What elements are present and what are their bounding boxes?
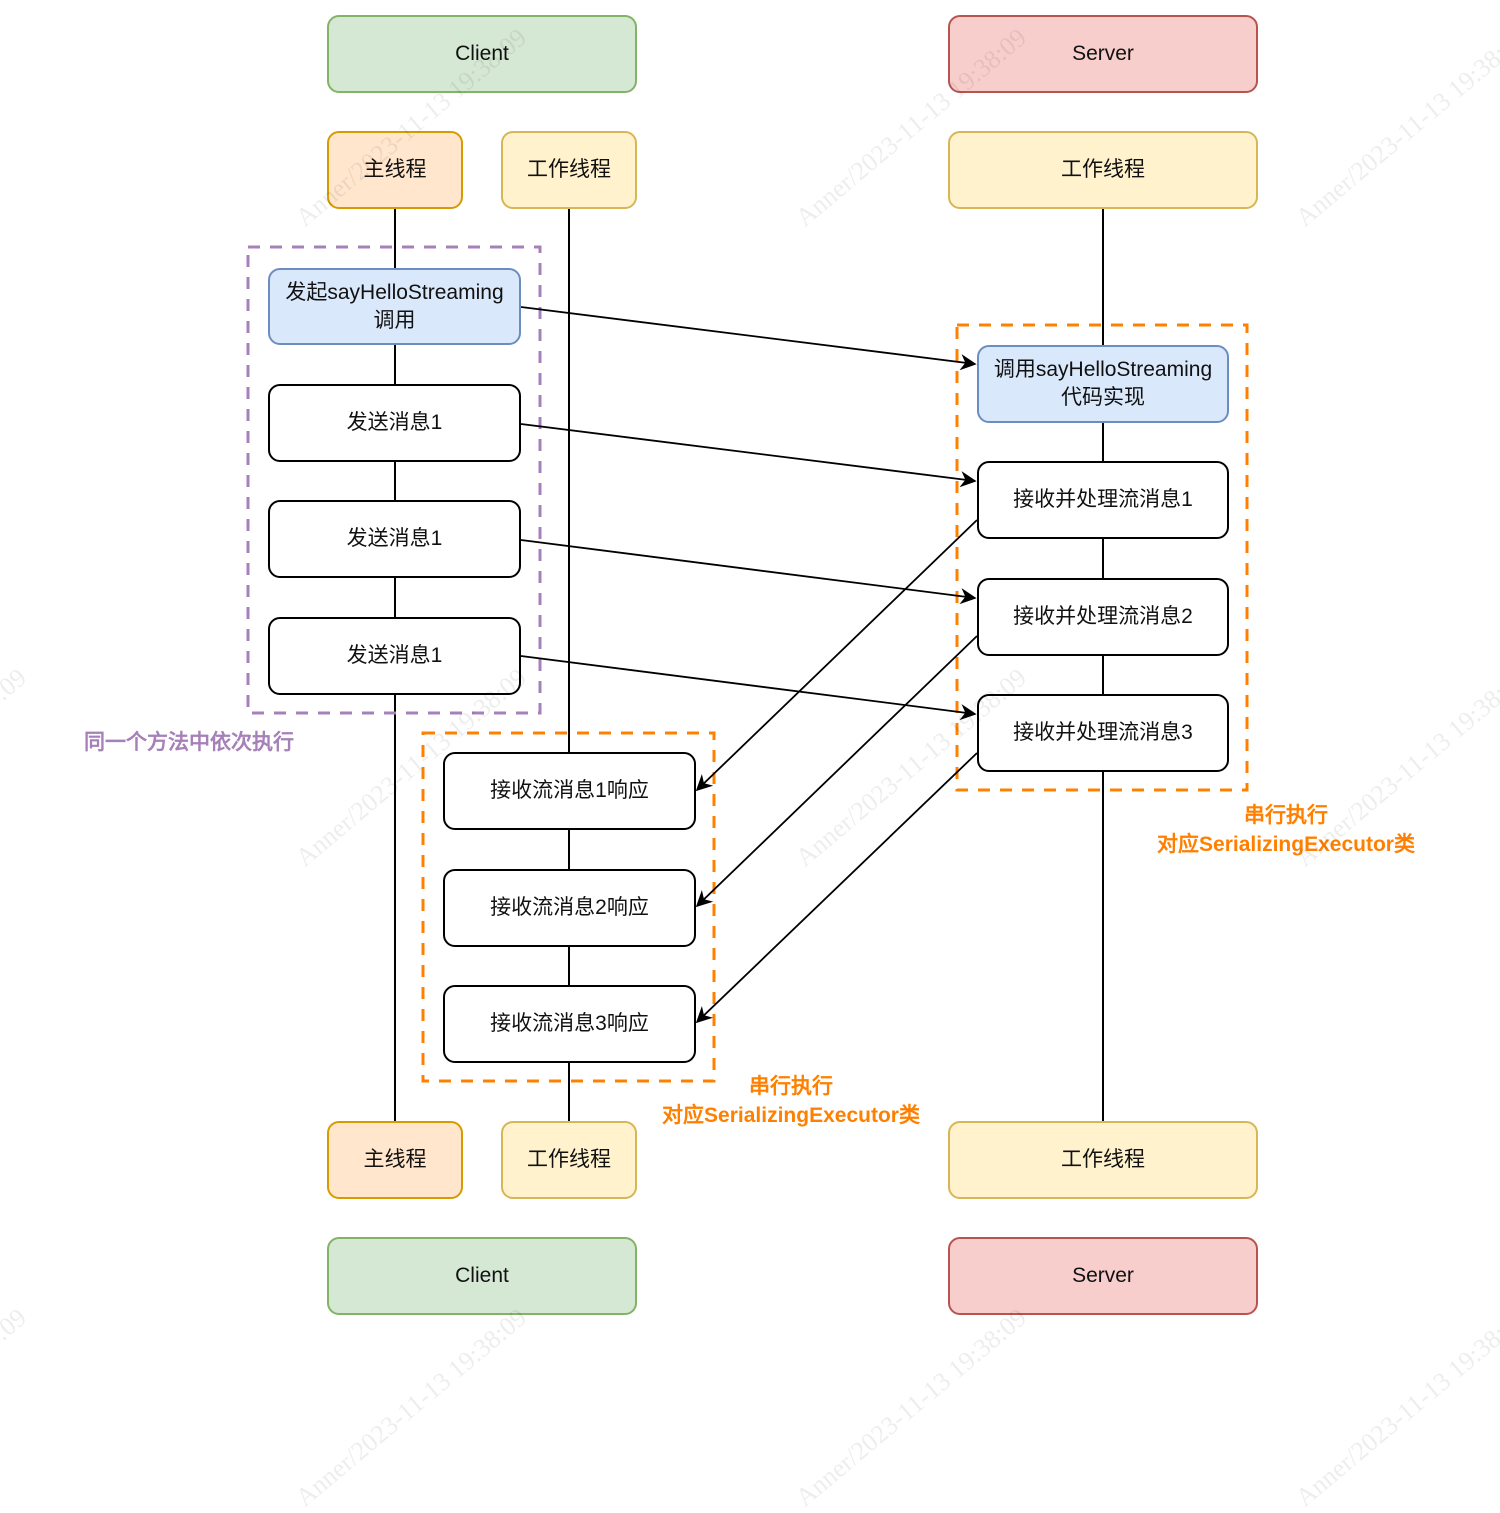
process-message-node[interactable]: 接收并处理流消息3	[977, 694, 1229, 772]
send-message-node[interactable]: 发送消息1	[268, 617, 521, 695]
client-worker-thread-header[interactable]: 工作线程	[501, 131, 637, 209]
server-serial-line2: 对应SerializingExecutor类	[1157, 833, 1415, 856]
group-client-serial	[421, 731, 716, 1083]
arrow-send-1	[520, 423, 977, 488]
response-label: 接收流消息1响应	[490, 779, 649, 802]
client-footer-label: Client	[455, 1264, 509, 1287]
response-node[interactable]: 接收流消息1响应	[443, 752, 696, 830]
send-message-label: 发送消息1	[346, 527, 443, 550]
server-serial-line1: 串行执行	[1244, 804, 1328, 827]
response-node[interactable]: 接收流消息2响应	[443, 869, 696, 947]
watermark: Anner/2023-11-13 19:38:09	[0, 1302, 32, 1513]
arrow-response-2	[695, 635, 978, 908]
server-impl-line1: 调用sayHelloStreaming	[993, 358, 1213, 381]
group-same-method	[246, 245, 542, 715]
process-message-label: 接收并处理流消息2	[1013, 605, 1193, 628]
process-message-label: 接收并处理流消息3	[1013, 721, 1193, 744]
process-message-node[interactable]: 接收并处理流消息1	[977, 461, 1229, 539]
client-header[interactable]: Client	[327, 15, 637, 93]
client-header-label: Client	[455, 42, 509, 65]
server-header-label: Server	[1072, 42, 1134, 65]
server-impl-node[interactable]: 调用sayHelloStreaming 代码实现	[977, 345, 1229, 423]
client-worker-thread-footer-label: 工作线程	[527, 1148, 611, 1171]
process-message-node[interactable]: 接收并处理流消息2	[977, 578, 1229, 656]
arrow-send-3	[520, 655, 977, 721]
start-call-node[interactable]: 发起sayHelloStreaming 调用	[268, 268, 521, 345]
response-label: 接收流消息3响应	[490, 1012, 649, 1035]
client-worker-thread-label: 工作线程	[527, 158, 611, 181]
sequence-diagram: Client Server 主线程 工作线程 工作线程 发起sayHelloSt…	[0, 15, 1500, 1512]
server-impl-line2: 代码实现	[1061, 386, 1145, 409]
server-worker-thread-footer-label: 工作线程	[1061, 1148, 1145, 1171]
client-serial-annotation: 串行执行 对应SerializingExecutor类	[648, 1072, 934, 1130]
send-message-label: 发送消息1	[346, 411, 443, 434]
server-header[interactable]: Server	[948, 15, 1258, 93]
server-worker-thread-footer[interactable]: 工作线程	[948, 1121, 1258, 1199]
start-call-line1: 发起sayHelloStreaming	[285, 280, 504, 304]
process-message-label: 接收并处理流消息1	[1013, 488, 1193, 511]
client-main-thread-header[interactable]: 主线程	[327, 131, 463, 209]
response-node[interactable]: 接收流消息3响应	[443, 985, 696, 1063]
group-server-serial	[955, 323, 1249, 792]
send-message-node[interactable]: 发送消息1	[268, 500, 521, 578]
client-main-thread-footer-label: 主线程	[363, 1148, 427, 1171]
server-serial-annotation: 串行执行 对应SerializingExecutor类	[1143, 801, 1429, 859]
client-serial-line2: 对应SerializingExecutor类	[662, 1104, 920, 1127]
server-worker-thread-header[interactable]: 工作线程	[948, 131, 1258, 209]
watermark: Anner/2023-11-13 19:38:09	[790, 1302, 1032, 1513]
arrow-response-3	[695, 752, 978, 1024]
arrow-send-2	[520, 539, 977, 605]
arrow-start-call	[520, 306, 977, 371]
server-footer[interactable]: Server	[948, 1237, 1258, 1315]
watermark: Anner/2023-11-13 19:38:09	[290, 1302, 532, 1513]
arrow-response-1	[695, 519, 978, 792]
client-main-thread-label: 主线程	[363, 158, 427, 181]
watermark: Anner/2023-11-13 19:38:09	[1290, 1302, 1500, 1513]
same-method-annotation: 同一个方法中依次执行	[84, 731, 294, 754]
start-call-line2: 调用	[373, 308, 416, 332]
response-label: 接收流消息2响应	[490, 896, 649, 919]
client-worker-thread-footer[interactable]: 工作线程	[501, 1121, 637, 1199]
client-footer[interactable]: Client	[327, 1237, 637, 1315]
server-footer-label: Server	[1072, 1264, 1134, 1287]
send-message-node[interactable]: 发送消息1	[268, 384, 521, 462]
client-main-thread-footer[interactable]: 主线程	[327, 1121, 463, 1199]
send-message-label: 发送消息1	[346, 644, 443, 667]
server-worker-thread-label: 工作线程	[1061, 158, 1145, 181]
client-serial-line1: 串行执行	[749, 1075, 833, 1098]
